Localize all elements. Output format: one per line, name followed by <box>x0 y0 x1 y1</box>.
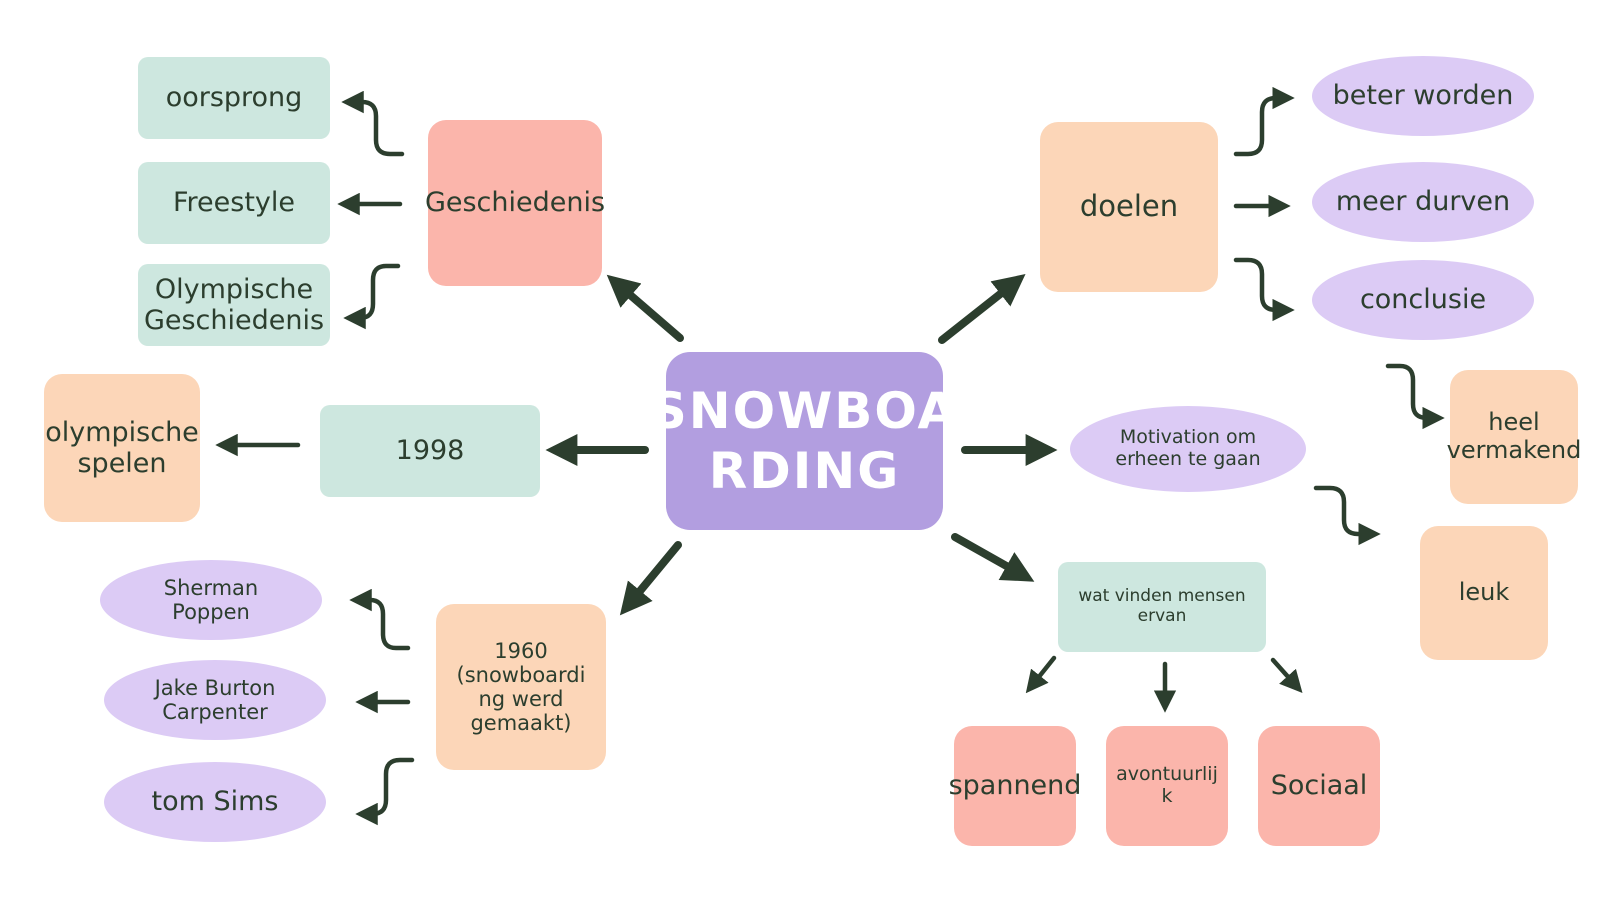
arrow-goals-to-beter <box>1233 86 1295 157</box>
opinions-child-spannend: spannend <box>949 726 1081 846</box>
arrow-motivation-to-leuk <box>1313 485 1381 546</box>
history-child-freestyle: Freestyle <box>138 162 330 244</box>
goals-child-conclusie: conclusie <box>1312 260 1534 340</box>
history-node: Geschiedenis <box>425 120 605 286</box>
goals-child-beter-worden: beter worden <box>1312 56 1534 136</box>
goals-child-meer-durven: meer durven <box>1312 162 1534 242</box>
opinions-child-avontuurlijk: avontuurlij k <box>1106 726 1228 846</box>
arrow-history-to-olympische <box>343 263 401 330</box>
year-1960-child-jake-burton: Jake Burton Carpenter <box>104 660 326 740</box>
opinions-node: wat vinden mensen ervan <box>1058 562 1266 652</box>
arrow-center-to-opinions <box>951 533 1035 582</box>
arrow-1960-to-sherman <box>349 588 411 651</box>
goals-node: doelen <box>1040 122 1218 292</box>
arrow-1960-to-tom <box>355 757 415 826</box>
arrow-goals-to-conclusie <box>1233 257 1295 322</box>
motivation-child-leuk: leuk <box>1420 526 1548 660</box>
year-1998-child-olympische-spelen: olympische spelen <box>44 374 200 522</box>
central-topic: SNOWBOA RDING <box>651 352 956 530</box>
arrow-center-to-1960 <box>619 541 682 616</box>
opinions-child-sociaal: Sociaal <box>1258 726 1380 846</box>
arrow-opinions-to-spannend <box>1025 655 1057 694</box>
arrow-center-to-history <box>606 274 684 342</box>
year-1960-child-sherman-poppen: Sherman Poppen <box>100 560 322 640</box>
year-1960-child-tom-sims: tom Sims <box>104 762 326 842</box>
year-1960-node: 1960 (snowboardi ng werd gemaakt) <box>436 604 606 770</box>
arrow-center-to-goals <box>938 274 1026 344</box>
conclusie-child-heel-vermakend: heel vermakend <box>1447 370 1581 504</box>
history-child-olympische-geschiedenis: Olympische Geschiedenis <box>138 264 330 346</box>
arrow-history-to-oorsprong <box>341 90 405 157</box>
arrow-opinions-to-sociaal <box>1270 657 1303 694</box>
arrow-conclusie-to-vermakend <box>1385 363 1445 430</box>
history-child-oorsprong: oorsprong <box>138 57 330 139</box>
motivation-node: Motivation om erheen te gaan <box>1070 406 1306 492</box>
year-1998-node: 1998 <box>320 405 540 497</box>
